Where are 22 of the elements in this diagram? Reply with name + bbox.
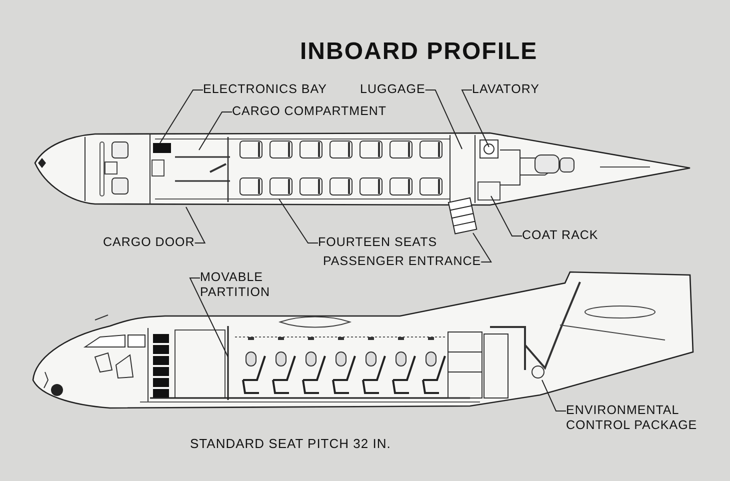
leader-line [278,198,318,244]
note-text: STANDARD SEAT PITCH 32 IN. [190,435,391,453]
leader-line [186,206,206,244]
callout-label: LAVATORY [472,82,540,97]
callout-label: COAT RACK [522,228,598,243]
leader-line [472,232,492,262]
leader-line [189,278,228,358]
callout-label: CARGO COMPARTMENT [232,104,387,119]
leader-line [198,112,232,150]
leader-line [542,380,566,412]
callout-label: CARGO DOOR [103,235,195,250]
callout-label: FOURTEEN SEATS [318,235,438,250]
leader-line [490,196,522,236]
leader-line [461,90,490,148]
leader-line [160,90,204,144]
leader-line [424,90,462,150]
callout-label: MOVABLE PARTITION [200,270,292,300]
diagram-title: INBOARD PROFILE [300,37,538,67]
callout-label: ENVIRONMENTAL CONTROL PACKAGE [566,403,726,433]
callout-label: LUGGAGE [360,82,426,97]
callout-label: ELECTRONICS BAY [203,82,327,97]
callout-label: PASSENGER ENTRANCE [323,254,482,269]
